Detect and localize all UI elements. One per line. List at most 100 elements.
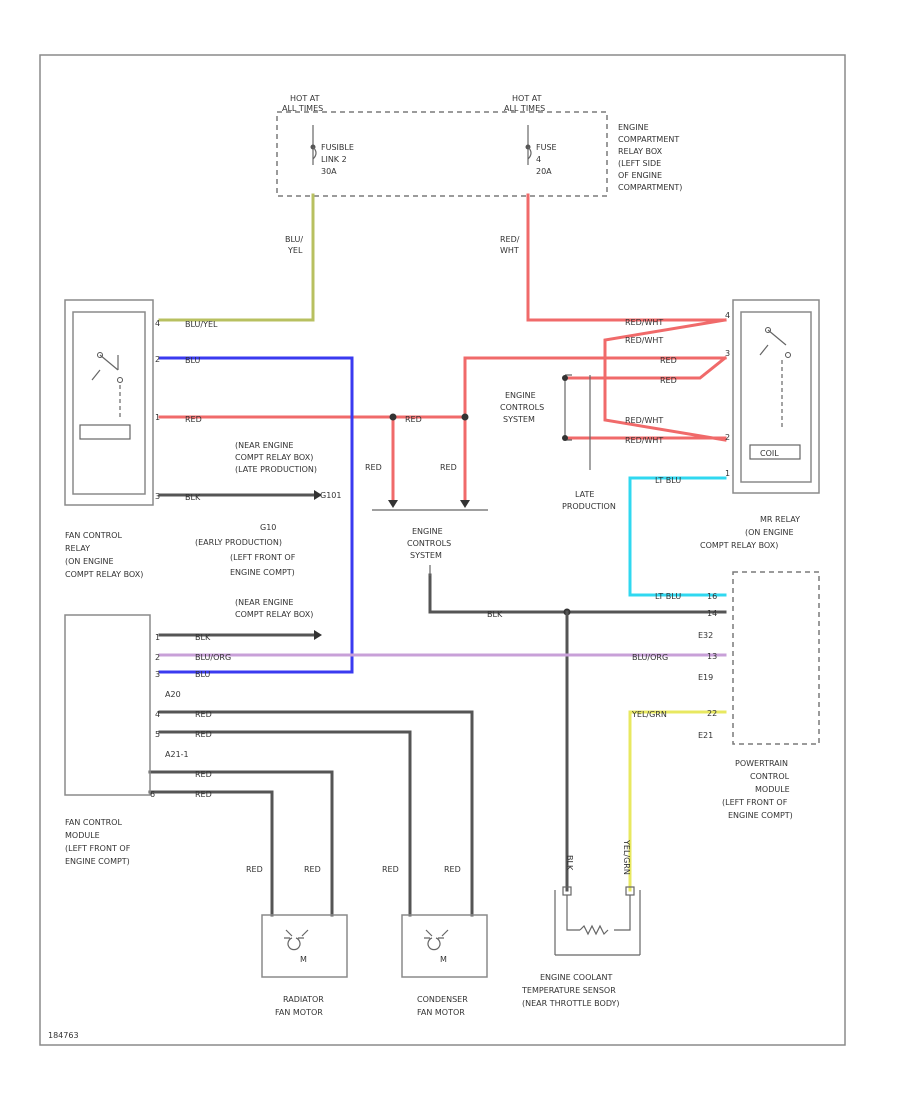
fusible-link-rating: 30A (321, 167, 337, 176)
svg-text:POWERTRAIN: POWERTRAIN (735, 759, 788, 768)
radiator-fan-motor-label: RADIATOR FAN MOTOR (275, 995, 324, 1017)
svg-text:COMPT RELAY BOX): COMPT RELAY BOX) (235, 453, 313, 462)
ground-arrow-2 (314, 630, 322, 640)
wire-label-blk-v: BLK (565, 855, 574, 871)
wire-label-fm1: RED (195, 710, 212, 719)
svg-text:PRODUCTION: PRODUCTION (562, 502, 616, 511)
svg-text:3: 3 (725, 349, 730, 358)
engine-controls-system-late: ENGINE CONTROLS SYSTEM LATE PRODUCTION (500, 374, 616, 511)
svg-text:COMPT RELAY BOX): COMPT RELAY BOX) (65, 570, 143, 579)
svg-text:ENGINE COMPT): ENGINE COMPT) (230, 568, 295, 577)
svg-text:ENGINE: ENGINE (618, 123, 649, 132)
radiator-fan-motor: M (261, 914, 348, 978)
splice-red-1 (389, 413, 397, 421)
wire-fm-2 (158, 730, 412, 917)
left-hot-label-1: HOT AT (290, 94, 320, 103)
svg-text:ENGINE: ENGINE (505, 391, 536, 400)
coil-label: COIL (760, 449, 779, 458)
svg-text:(ON ENGINE: (ON ENGINE (65, 557, 114, 566)
svg-text:CONTROLS: CONTROLS (407, 539, 451, 548)
powertrain-control-module: 16 14 13 22 E32 E19 E21 (698, 571, 820, 745)
wire-label-redwht-3: RED/WHT (625, 416, 663, 425)
svg-text:RELAY BOX: RELAY BOX (618, 147, 663, 156)
wire-label-yel-grn-v: YEL/GRN (622, 839, 631, 875)
connector-a20: A20 (165, 690, 181, 699)
connector-e19: E19 (698, 673, 713, 682)
relay-box-label: ENGINE COMPARTMENT RELAY BOX (LEFT SIDE … (618, 123, 682, 192)
wire-lt-blu (628, 476, 727, 597)
wire-label-blk-fcm: BLK (195, 633, 211, 642)
connector-e21: E21 (698, 731, 713, 740)
motor-m-label: M (300, 955, 307, 964)
svg-text:16: 16 (707, 592, 717, 601)
svg-text:RADIATOR: RADIATOR (283, 995, 324, 1004)
engine-controls-arrows (388, 500, 470, 508)
svg-text:FAN CONTROL: FAN CONTROL (65, 818, 122, 827)
fan-control-relay-label: FAN CONTROL RELAY (ON ENGINE COMPT RELAY… (65, 531, 143, 579)
engine-controls-system-bottom: ENGINE CONTROLS SYSTEM (407, 527, 451, 576)
right-power-source: HOT AT ALL TIMES FUSE 4 20A (504, 94, 557, 176)
wire-label-lt-blu-2: LT BLU (655, 592, 681, 601)
wire-blu-yel (158, 193, 315, 322)
wire-blu (158, 356, 354, 674)
svg-text:(EARLY PRODUCTION): (EARLY PRODUCTION) (195, 538, 282, 547)
svg-text:(NEAR THROTTLE BODY): (NEAR THROTTLE BODY) (522, 999, 620, 1008)
svg-text:SYSTEM: SYSTEM (410, 551, 442, 560)
wire-red-wht-feed (526, 193, 727, 322)
wire-label-blu-fcm: BLU (195, 670, 211, 679)
wire-label-red-a: RED (405, 415, 422, 424)
wire-label-yel-grn: YEL/GRN (631, 710, 667, 719)
svg-text:FAN MOTOR: FAN MOTOR (417, 1008, 465, 1017)
wire-fm-4 (148, 790, 274, 917)
wire-label-fm4: RED (195, 790, 212, 799)
diagram-frame (39, 54, 846, 1046)
motor-m-label-2: M (440, 955, 447, 964)
condenser-fan-motor-label: CONDENSER FAN MOTOR (417, 995, 468, 1017)
wire-label-v4: RED (444, 865, 461, 874)
svg-text:2: 2 (155, 355, 160, 364)
left-hot-label-2: ALL TIMES (282, 104, 323, 113)
svg-text:5: 5 (155, 730, 160, 739)
svg-text:FAN CONTROL: FAN CONTROL (65, 531, 122, 540)
ground-g10-label: G10 (EARLY PRODUCTION) (LEFT FRONT OF EN… (195, 523, 296, 577)
fuse-label: FUSE (536, 143, 557, 152)
fusible-link-label: FUSIBLE (321, 143, 354, 152)
svg-text:ENGINE COMPT): ENGINE COMPT) (728, 811, 793, 820)
svg-text:OF ENGINE: OF ENGINE (618, 171, 662, 180)
svg-text:RELAY: RELAY (65, 544, 90, 553)
wire-label-blu-yel-2: YEL (287, 246, 303, 255)
wire-label-redwht-4: RED/WHT (625, 436, 663, 445)
wire-label-red-wht-1: RED/ (500, 235, 520, 244)
relay-box-outline (276, 111, 608, 197)
svg-text:22: 22 (707, 709, 717, 718)
svg-text:CONTROL: CONTROL (750, 772, 790, 781)
svg-text:FAN MOTOR: FAN MOTOR (275, 1008, 323, 1017)
left-power-source: HOT AT ALL TIMES FUSIBLE LINK 2 30A (282, 94, 354, 176)
ect-sensor (554, 886, 641, 956)
svg-text:COMPT RELAY BOX): COMPT RELAY BOX) (700, 541, 778, 550)
wire-label-fm3: RED (195, 770, 212, 779)
svg-text:(LEFT FRONT OF: (LEFT FRONT OF (230, 553, 296, 562)
svg-text:(LEFT FRONT OF: (LEFT FRONT OF (65, 844, 131, 853)
figure-code: 184763 (48, 1031, 79, 1040)
svg-text:SYSTEM: SYSTEM (503, 415, 535, 424)
wire-label-v3: RED (382, 865, 399, 874)
connector-a21: A21-1 (165, 750, 189, 759)
wire-label-blu-org-2: BLU/ORG (632, 653, 668, 662)
connector-e32: E32 (698, 631, 713, 640)
svg-text:1: 1 (725, 469, 730, 478)
condenser-fan-motor: M (401, 914, 488, 978)
svg-text:COMPARTMENT): COMPARTMENT) (618, 183, 682, 192)
fusible-link-icon (312, 146, 317, 160)
wire-label-v2: RED (304, 865, 321, 874)
mr-relay: 4 3 2 1 COIL (725, 299, 820, 494)
ground-late-label: (NEAR ENGINE COMPT RELAY BOX) (LATE PROD… (235, 441, 341, 500)
svg-text:MODULE: MODULE (755, 785, 790, 794)
wire-red-to-engine-controls (463, 356, 727, 502)
pcm-label: POWERTRAIN CONTROL MODULE (LEFT FRONT OF… (722, 759, 793, 820)
fuse-number: 4 (536, 155, 541, 164)
svg-text:2: 2 (725, 433, 730, 442)
wire-label-red-1: RED (660, 356, 677, 365)
svg-text:LATE: LATE (575, 490, 594, 499)
